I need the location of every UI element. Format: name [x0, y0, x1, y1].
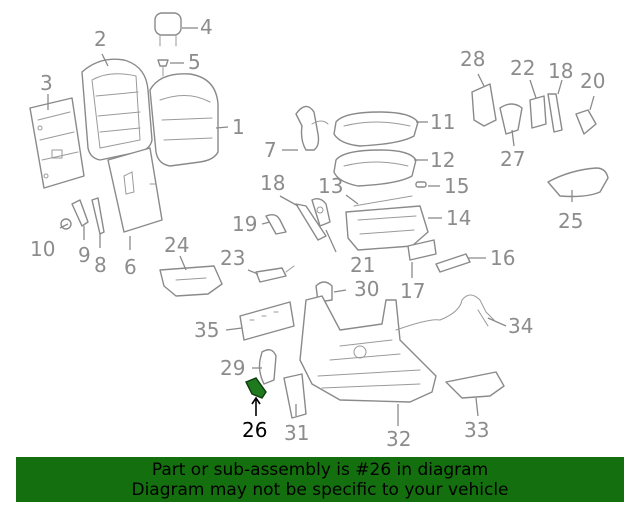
part-15-clip [415, 181, 427, 188]
part-10-clip [60, 218, 72, 230]
part-4-headrest [154, 12, 182, 47]
part-29-cover [258, 349, 277, 385]
callout-27: 27 [500, 147, 525, 171]
part-3-seatback-panel [29, 97, 85, 189]
part-9-trim [71, 199, 89, 227]
part-35-cross-bracket [239, 301, 295, 341]
callout-8: 8 [94, 253, 107, 277]
callout-4: 4 [200, 15, 213, 39]
callout-18-left: 18 [260, 171, 285, 195]
part-17-bracket [407, 239, 437, 261]
callout-26[interactable]: 26 [242, 418, 267, 442]
callout-6: 6 [124, 255, 137, 279]
callout-2: 2 [94, 27, 107, 51]
part-26-highlighted[interactable] [245, 377, 267, 399]
callout-25: 25 [558, 209, 583, 233]
callout-24: 24 [164, 233, 189, 257]
callout-13: 13 [318, 174, 343, 198]
part-2-seatback-frame [81, 58, 153, 161]
part-18-lever-right [547, 93, 563, 133]
callout-7: 7 [264, 138, 277, 162]
part-12-cushion-cover [333, 149, 417, 187]
part-6-back-panel [107, 147, 163, 233]
parts-diagram: 1 2 3 4 5 6 7 8 9 10 11 12 13 14 15 16 1… [29, 12, 609, 451]
part-8-strip [91, 197, 105, 235]
part-27-cover [499, 103, 523, 135]
part-28-cover [471, 83, 497, 127]
callout-5: 5 [188, 50, 201, 74]
callout-15: 15 [444, 174, 469, 198]
banner-line-1: Part or sub-assembly is #26 in diagram [151, 459, 489, 480]
part-24-side-shield [159, 265, 223, 297]
part-18-lever-left [295, 203, 327, 241]
part-34-cable [395, 294, 495, 331]
part-11-cushion-pad [333, 111, 419, 147]
part-23-actuator [255, 265, 295, 283]
part-7-belt-guide [295, 105, 329, 151]
callout-10: 10 [30, 237, 55, 261]
callout-9: 9 [78, 243, 91, 267]
info-banner: Part or sub-assembly is #26 in diagram D… [16, 457, 624, 502]
callout-30: 30 [354, 277, 379, 301]
part-14-cushion-frame [345, 205, 429, 251]
part-13-rod [353, 195, 413, 207]
callout-20: 20 [580, 69, 605, 93]
callout-32: 32 [386, 427, 411, 451]
part-32-seat-track [299, 295, 437, 403]
leader-lines [47, 27, 595, 426]
callout-14: 14 [446, 206, 471, 230]
callout-35: 35 [194, 318, 219, 342]
callout-12: 12 [430, 148, 455, 172]
part-20-trim [575, 109, 597, 135]
callout-21: 21 [350, 253, 375, 277]
callout-23: 23 [220, 246, 245, 270]
part-31-trim [283, 373, 307, 419]
callout-34: 34 [508, 314, 533, 338]
callout-1: 1 [232, 115, 245, 139]
callout-29: 29 [220, 356, 245, 380]
callout-31: 31 [284, 421, 309, 445]
callout-18-right: 18 [548, 59, 573, 83]
part-33-shield [445, 371, 505, 399]
callout-11: 11 [430, 110, 455, 134]
part-5-guide [157, 59, 169, 77]
part-16-bracket [435, 253, 471, 273]
callout-16: 16 [490, 246, 515, 270]
part-19-cover [265, 213, 287, 235]
part-22-handle [529, 95, 547, 129]
callout-19: 19 [232, 212, 257, 236]
callout-28: 28 [460, 47, 485, 71]
callout-33: 33 [464, 418, 489, 442]
part-25-shield [547, 167, 609, 198]
part-1-seatback-cover [149, 73, 219, 167]
callout-22: 22 [510, 56, 535, 80]
banner-line-2: Diagram may not be specific to your vehi… [131, 479, 509, 500]
callout-3: 3 [40, 71, 53, 95]
callout-labels: 1 2 3 4 5 6 7 8 9 10 11 12 13 14 15 16 1… [30, 15, 605, 451]
part-21-recliner [311, 197, 331, 227]
callout-17: 17 [400, 279, 425, 303]
